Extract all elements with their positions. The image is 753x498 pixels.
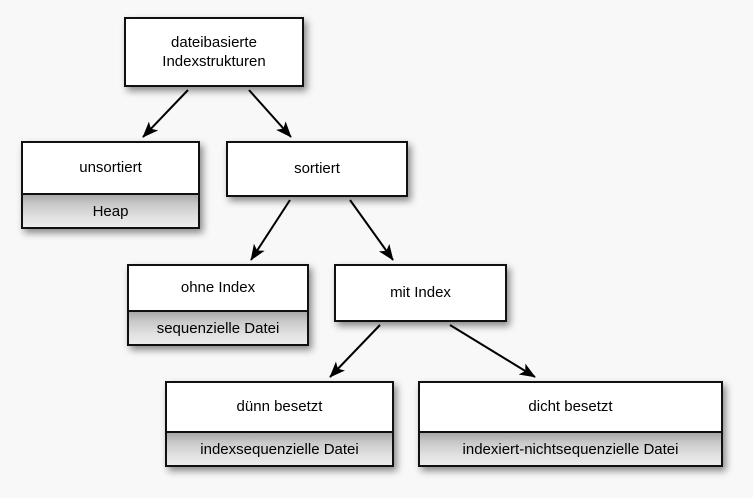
edge-root-to-sortiert — [248, 89, 292, 138]
edge-mit-index-to-dicht — [449, 324, 536, 378]
node-duenn-besetzt-sublabel: indexsequenzielle Datei — [167, 431, 392, 465]
node-root-label: dateibasierte Indexstrukturen — [126, 19, 302, 85]
edge-mit-index-to-duenn — [329, 324, 381, 378]
node-sortiert-label: sortiert — [228, 143, 406, 195]
node-dicht-besetzt-sublabel: indexiert-nichtsequenzielle Datei — [420, 431, 721, 465]
node-sortiert[interactable]: sortiert — [226, 141, 408, 197]
node-duenn-besetzt-label: dünn besetzt — [167, 383, 392, 431]
node-unsortiert-sublabel: Heap — [23, 193, 198, 227]
node-root[interactable]: dateibasierte Indexstrukturen — [124, 17, 304, 87]
node-mit-index[interactable]: mit Index — [334, 264, 507, 322]
node-mit-index-label: mit Index — [336, 266, 505, 320]
node-dicht-besetzt-label: dicht besetzt — [420, 383, 721, 431]
edge-root-to-unsortiert — [142, 89, 189, 138]
node-ohne-index-sublabel: sequenzielle Datei — [129, 310, 307, 344]
node-ohne-index-label: ohne Index — [129, 266, 307, 310]
edge-sortiert-to-ohne-index — [250, 199, 291, 261]
node-unsortiert-label: unsortiert — [23, 143, 198, 193]
edge-sortiert-to-mit-index — [349, 199, 394, 261]
